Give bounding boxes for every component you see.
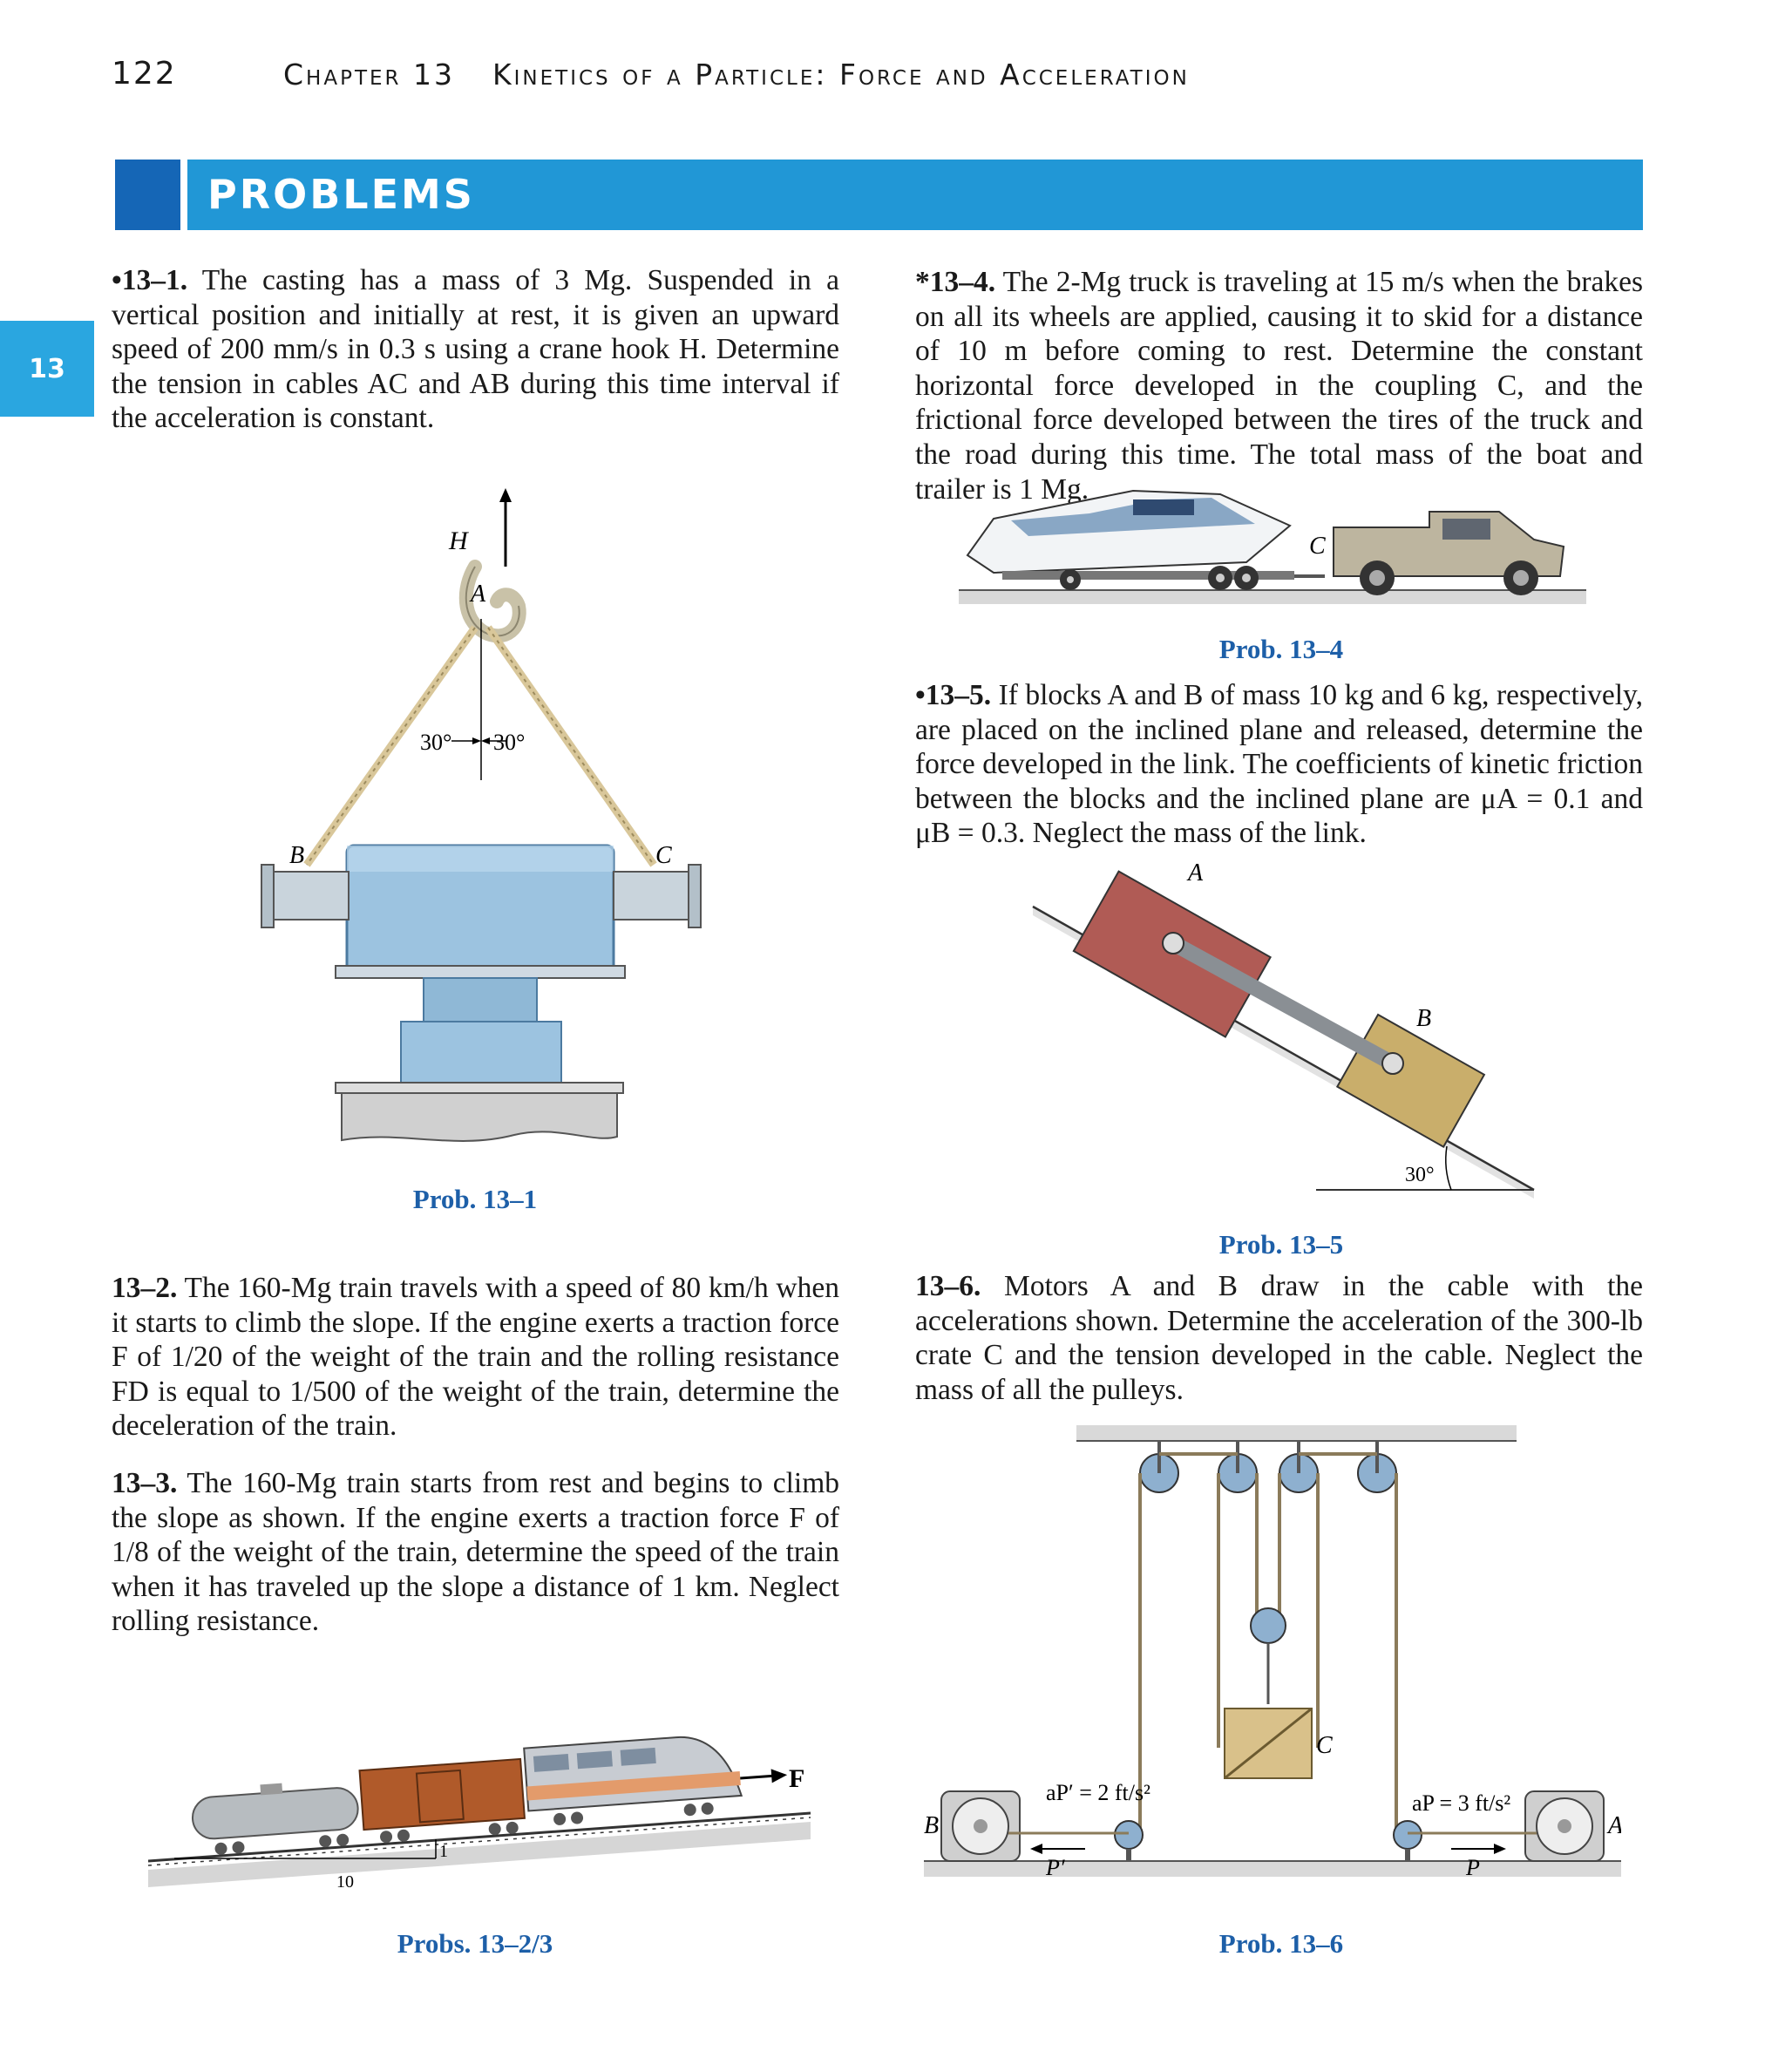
problem-13-2: 13–2. The 160-Mg train travels with a sp… [112,1271,839,1444]
figure-13-4: C [959,489,1586,604]
problem-number: •13–5. [915,679,992,711]
figure-13-1: H A B C 30° 30° [261,488,702,1142]
caption-13-2-3: Probs. 13–2/3 [397,1928,553,1959]
problem-13-5: •13–5. If blocks A and B of mass 10 kg a… [915,678,1643,851]
chapter-side-tab: 13 [0,321,94,417]
problem-text: Motors A and B draw in the cable with th… [915,1270,1643,1406]
chapter-title: Kinetics of a Particle: Force and Accele… [492,58,1190,92]
problems-banner [187,160,1643,230]
problem-number: 13–2. [112,1272,178,1304]
caption-13-5: Prob. 13–5 [1218,1229,1344,1260]
problem-number: 13–3. [112,1467,178,1499]
problem-number: 13–6. [915,1270,981,1302]
label-B: B [289,842,304,869]
problem-13-4: *13–4. The 2-Mg truck is traveling at 15… [915,265,1643,506]
figure-13-2-3: F 10 1 [148,1736,811,1892]
problem-text: The 160-Mg train starts from rest and be… [112,1467,839,1638]
problem-13-1: •13–1. The casting has a mass of 3 Mg. S… [112,263,839,436]
angle-label-left: 30° [420,730,451,755]
chapter-label: Chapter 13 [283,58,455,92]
label-P-prime: P′ [1045,1855,1065,1880]
angle-label: 30° [1405,1164,1435,1186]
label-B: B [924,1812,939,1839]
problem-number: •13–1. [112,264,188,296]
banner-title: PROBLEMS [207,171,475,218]
angle-label-right: 30° [493,730,525,755]
slope-rise-label: 1 [439,1842,448,1861]
banner-accent [115,160,180,230]
problem-text: The 160-Mg train travels with a speed of… [112,1272,839,1443]
label-C: C [655,842,672,869]
problem-number: *13–4. [915,266,996,298]
figure-13-6: C B A aP′ = 2 ft/s² aP = 3 ft/s² P′ P [924,1425,1621,1880]
caption-13-1: Prob. 13–1 [412,1184,538,1214]
label-A: A [1186,859,1204,887]
label-C: C [1316,1732,1333,1759]
force-label-F: F [789,1764,804,1793]
figure-13-5: A B 30° [1032,859,1535,1199]
slope-run-label: 10 [336,1872,354,1892]
label-A: A [469,581,486,608]
acc-label-right: aP = 3 ft/s² [1412,1790,1510,1816]
problem-13-3: 13–3. The 160-Mg train starts from rest … [112,1466,839,1639]
problem-text: If blocks A and B of mass 10 kg and 6 kg… [915,679,1643,850]
caption-13-4: Prob. 13–4 [1218,634,1344,664]
problem-13-6: 13–6. Motors A and B draw in the cable w… [915,1269,1643,1407]
label-A: A [1606,1812,1621,1839]
label-B: B [1416,1005,1431,1032]
problem-text: The casting has a mass of 3 Mg. Suspende… [112,264,839,435]
label-H: H [448,526,470,555]
label-P: P [1465,1855,1480,1880]
label-C: C [1309,533,1326,560]
page-number: 122 [112,56,177,92]
problem-text: The 2-Mg truck is traveling at 15 m/s wh… [915,266,1643,506]
caption-13-6: Prob. 13–6 [1218,1928,1344,1959]
acc-label-left: aP′ = 2 ft/s² [1046,1780,1150,1805]
